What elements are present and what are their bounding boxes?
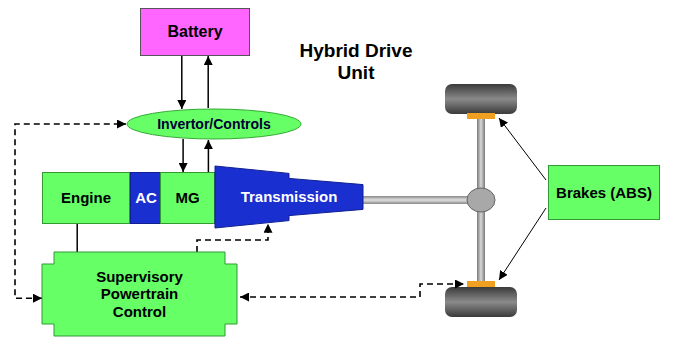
- clutch-box: AC: [130, 172, 162, 224]
- transmission-shape: Transmission: [215, 166, 363, 228]
- brake-hub: [467, 281, 495, 287]
- node-label: Engine: [61, 189, 111, 206]
- leader-arrow: [499, 208, 546, 280]
- node-label: Invertor/Controls: [157, 116, 271, 132]
- power-flow-arrow: [182, 139, 184, 172]
- power-flow-arrow: [207, 56, 209, 108]
- differential: [467, 188, 495, 212]
- node-label: AC: [135, 189, 157, 206]
- wheel: [445, 84, 517, 114]
- power-flow-arrow: [181, 56, 183, 109]
- node-label: Battery: [167, 23, 222, 41]
- control-box: Supervisory Powertrain Control: [42, 252, 237, 336]
- control-signal: [197, 224, 268, 252]
- node-label: Transmission: [241, 188, 338, 205]
- unit-title: Hybrid Drive Unit: [296, 40, 416, 84]
- node-label: Supervisory Powertrain Control: [84, 268, 196, 320]
- battery-box: Battery: [140, 8, 250, 56]
- leader-arrow: [499, 118, 546, 180]
- node-label: Brakes (ABS): [556, 184, 652, 201]
- node-label: MG: [175, 189, 199, 206]
- driveshaft: [360, 196, 472, 204]
- power-flow-arrow: [208, 140, 210, 172]
- wheel: [445, 287, 517, 317]
- inverter-ellipse: Invertor/Controls: [126, 108, 302, 140]
- motor-generator-box: MG: [160, 172, 215, 224]
- brake-hub: [467, 113, 495, 119]
- engine-box: Engine: [42, 172, 130, 224]
- brakes-box: Brakes (ABS): [548, 165, 660, 220]
- signal-line: [240, 284, 464, 297]
